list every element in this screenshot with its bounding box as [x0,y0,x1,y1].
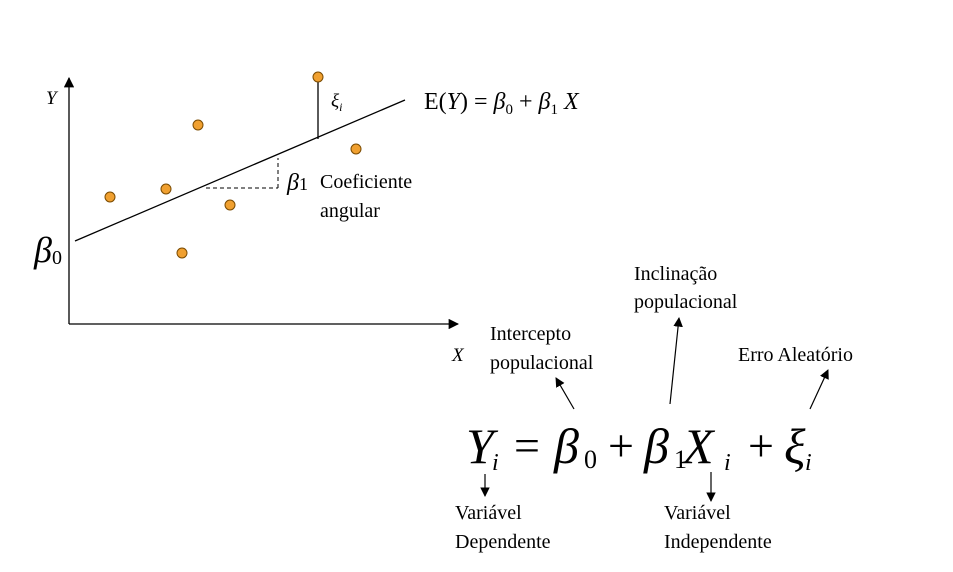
model-Y-sub: i [492,450,499,476]
model-b1-sub: 1 [674,445,687,474]
model-equals: = [514,420,540,471]
data-point [224,199,236,211]
erro-label: Erro Aleatório [738,344,853,366]
inclinacao-line1: Inclinação [634,263,717,285]
model-xi-sub: i [805,450,812,476]
model-xi: ξ [784,418,806,474]
arrow-to-inclinacao [669,317,683,405]
data-point [160,183,172,195]
intercepto-line2: populacional [490,352,594,374]
data-points [104,71,362,259]
inclinacao-line2: populacional [634,291,738,313]
dependente-line1: Variável [455,502,522,524]
model-equation: Y i = β 0 + β 1 X i + ξ i [466,418,812,476]
regression-line [74,99,406,242]
error-symbol: ξi [331,91,342,114]
model-X-sub: i [724,450,731,476]
independente-line1: Variável [664,502,731,524]
model-b1: β [643,418,669,474]
model-Y: Y [466,418,499,474]
regression-equation: E(Y) = β0 + β1 X [424,89,580,118]
data-point [192,119,204,131]
model-plus2: + [748,420,774,471]
y-axis-label: Y [46,88,59,109]
intercepto-line1: Intercepto [490,323,571,345]
data-point [350,143,362,155]
data-point [312,71,324,83]
dependente-line2: Dependente [455,531,551,553]
data-point [104,191,116,203]
intercept-symbol: β0 [33,230,62,270]
slope-symbol: β1 [286,170,308,196]
slope-note-line2: angular [320,200,380,222]
x-axis-label: X [451,345,465,366]
data-point [176,247,188,259]
arrow-to-erro [809,369,829,410]
model-plus1: + [608,420,634,471]
model-b0-sub: 0 [584,445,597,474]
independente-line2: Independente [664,531,772,553]
model-X: X [681,418,716,474]
model-b0: β [553,418,579,474]
slope-note-line1: Coeficiente [320,171,412,193]
arrow-to-intercepto [555,377,575,410]
